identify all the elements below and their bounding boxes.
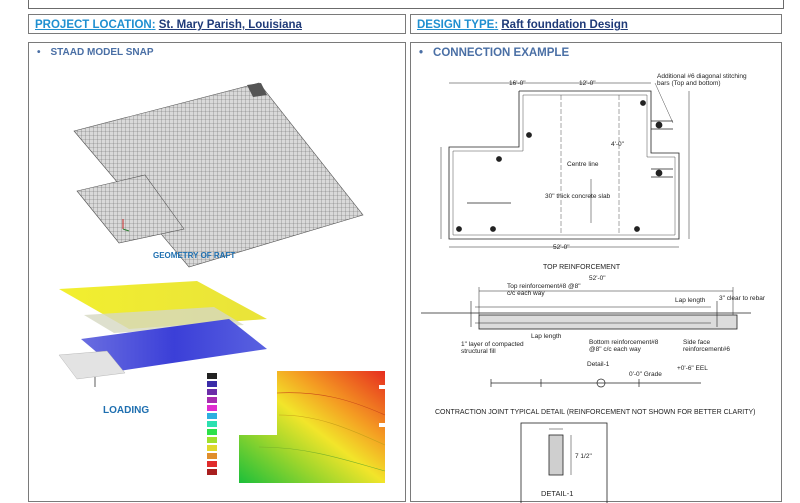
dim-16: 16'-0" (509, 80, 526, 87)
project-location-label: PROJECT LOCATION (35, 19, 152, 31)
design-type-header: DESIGN TYPE: Raft foundation Design (410, 14, 782, 34)
layer-note: 1" layer of compacted structural fill (461, 341, 524, 355)
connection-example-title: •CONNECTION EXAMPLE (419, 47, 570, 59)
top-reinforcement-caption: TOP REINFORCEMENT (543, 264, 621, 271)
contour-plot (239, 371, 386, 483)
staad-model-title: •STAAD MODEL SNAP (37, 47, 154, 58)
raft-mesh-figure (73, 82, 364, 268)
top-frame (28, 0, 784, 9)
project-location-header: PROJECT LOCATION: St. Mary Parish, Louis… (28, 14, 406, 34)
diag-note: Additional #6 diagonal stitching bars (T… (657, 73, 747, 87)
bottom-reinf-note: Bottom reinforcement#8 @8" c/c each way (589, 339, 659, 353)
project-location-value: St. Mary Parish, Louisiana (158, 19, 302, 31)
dim-4: 4'-0" (611, 141, 624, 148)
detail-1-drawing (520, 422, 608, 503)
dim-12: 12'-0" (579, 80, 596, 87)
design-type-label: DESIGN TYPE (417, 19, 495, 31)
detail-1-label: DETAIL-1 (541, 489, 574, 498)
contraction-joint-caption: CONTRACTION JOINT TYPICAL DETAIL (REINFO… (435, 409, 756, 416)
slab-note: 30" thick concrete slab (545, 193, 611, 200)
connection-example-title-text: CONNECTION EXAMPLE (433, 47, 570, 59)
design-type-value: Raft foundation Design (501, 19, 628, 31)
section-width: 52'-0" (589, 275, 606, 282)
detail-dim: 7 1/2" (575, 453, 592, 460)
detail-ref: Detail-1 (587, 361, 610, 368)
overall-width: 52'-0" (553, 244, 570, 251)
top-reinforcement-plan (440, 82, 690, 248)
reinforcement-drawings (421, 82, 751, 503)
staad-model-panel: •STAAD MODEL SNAP (28, 42, 406, 502)
side-face-note: Side face reinforcement#6 (683, 339, 730, 353)
lap-length-right: Lap length (675, 297, 706, 304)
slab-section (421, 287, 751, 330)
connection-example-panel: •CONNECTION EXAMPLE (410, 42, 782, 503)
contour-legend (207, 373, 217, 475)
staad-model-figures (58, 82, 386, 483)
centre-line-label: Centre line (567, 161, 599, 168)
loading-figure (58, 281, 267, 387)
lap-length-left: Lap length (531, 333, 562, 340)
geometry-caption: GEOMETRY OF RAFT (153, 251, 236, 260)
loading-caption: LOADING (103, 405, 150, 416)
contraction-joint-detail (490, 378, 701, 388)
el-label: +0'-6" EEL (677, 365, 708, 372)
staad-model-title-text: STAAD MODEL SNAP (50, 47, 154, 58)
cover-note: 3" clear to rebar (719, 295, 766, 302)
grade-label: 0'-0" Grade (629, 371, 662, 378)
top-reinf-note: Top reinforcement#8 @8" c/c each way (507, 283, 581, 297)
